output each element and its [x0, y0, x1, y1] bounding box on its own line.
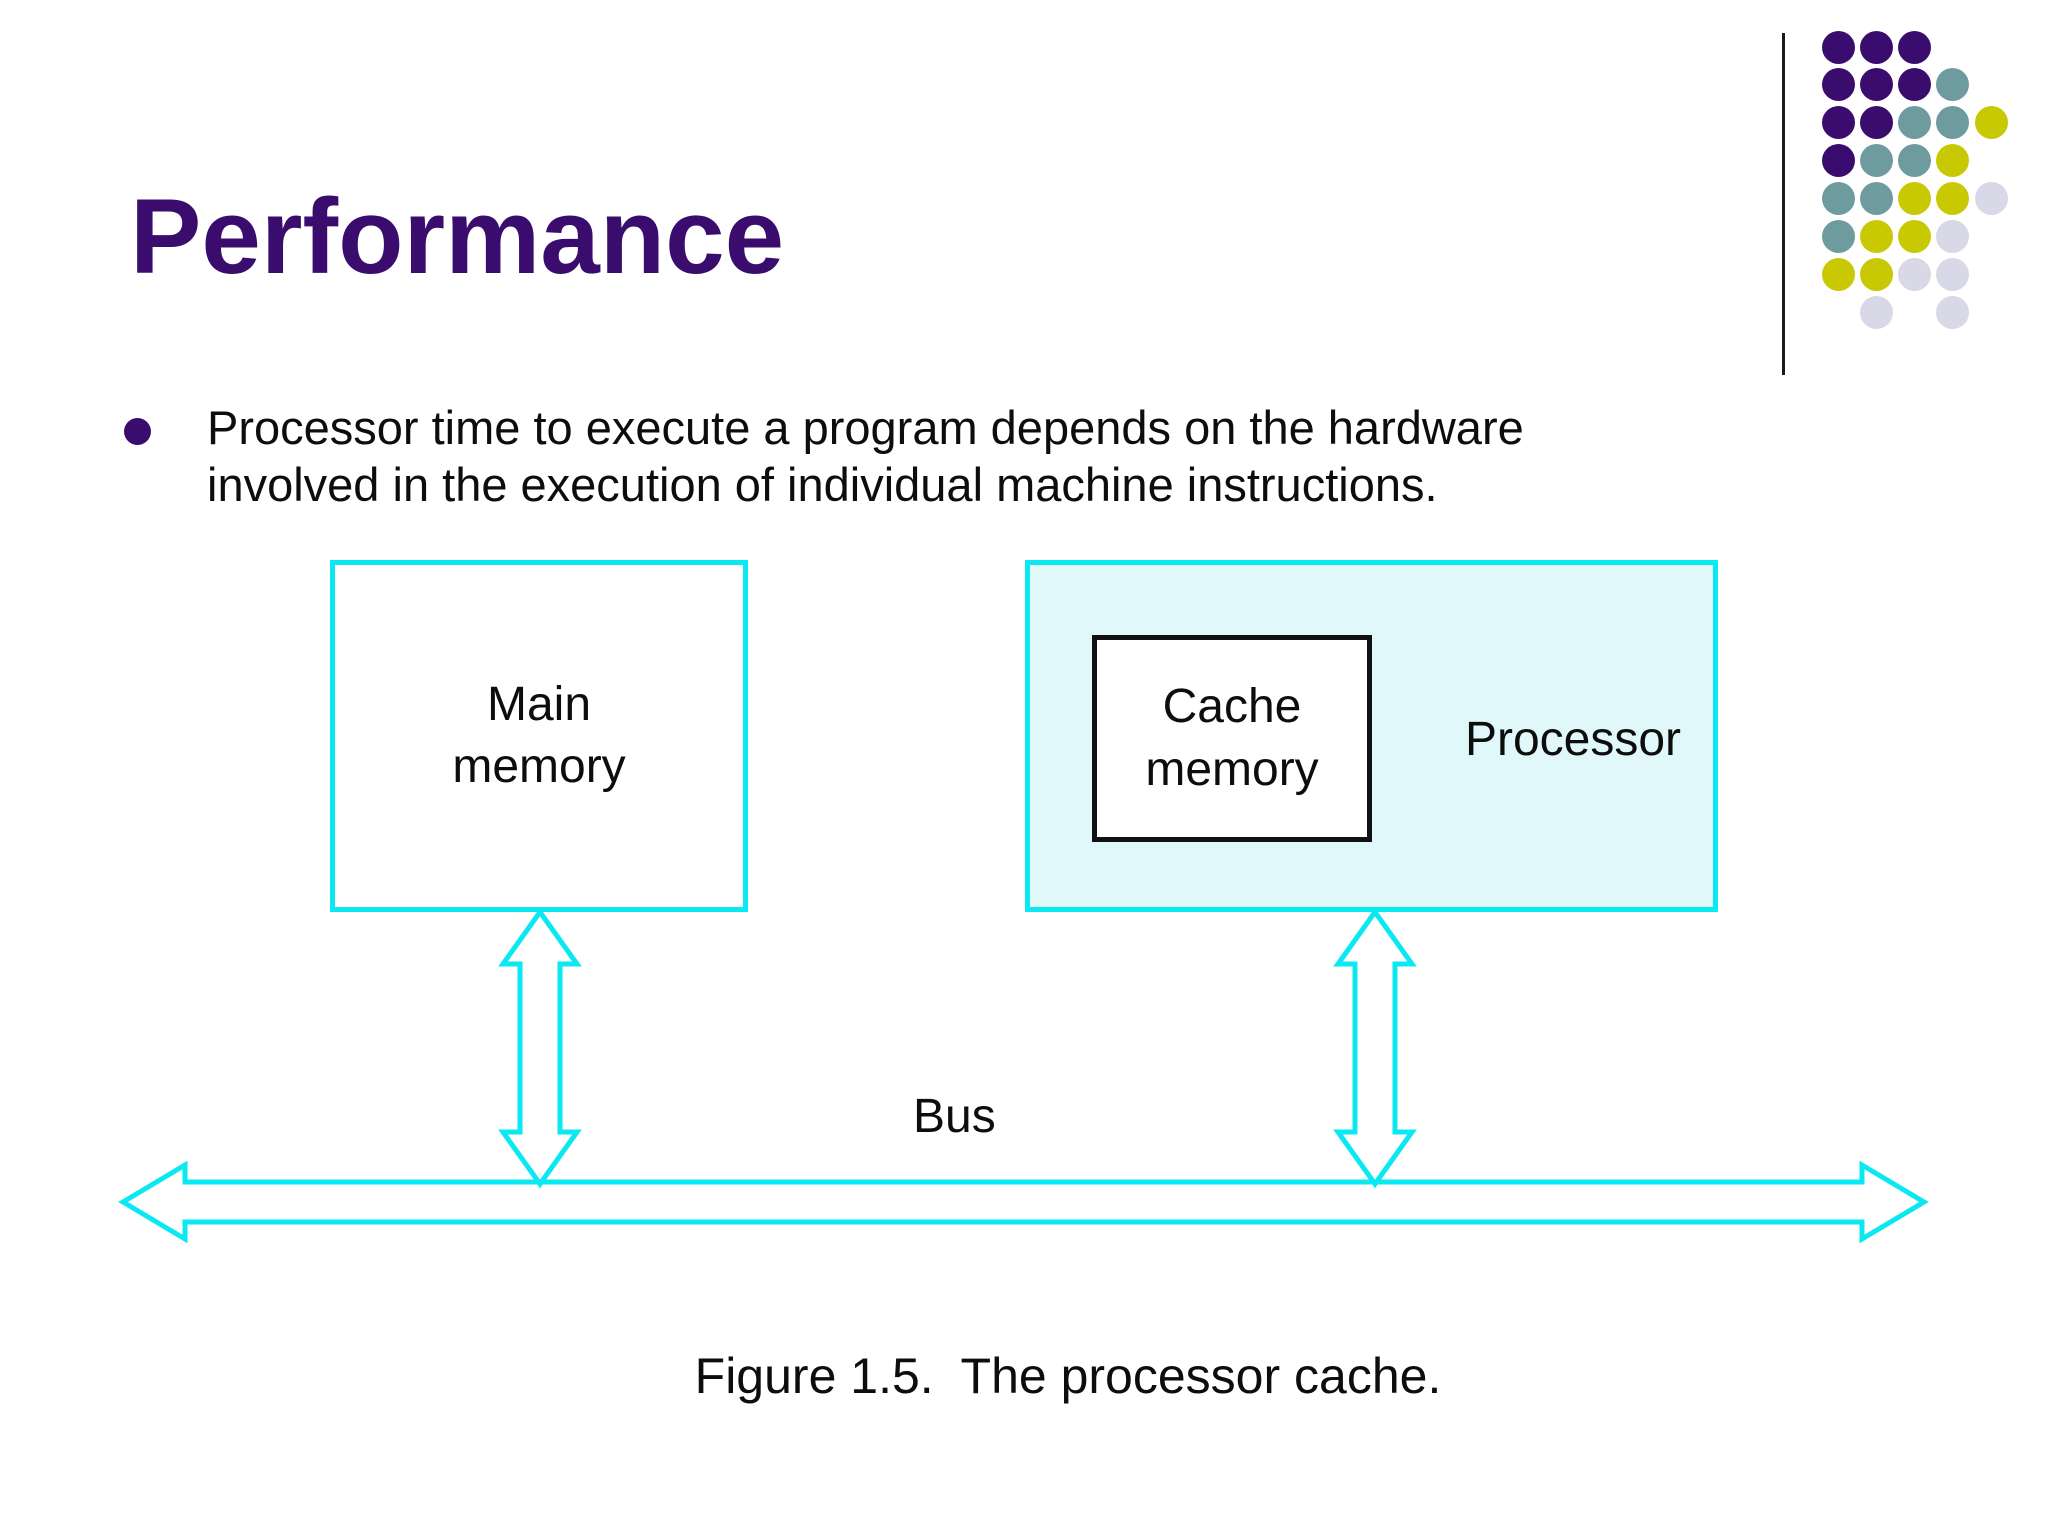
decorative-dot: [1898, 106, 1932, 140]
figure-caption: Figure 1.5. The processor cache.: [694, 1348, 1442, 1404]
bullet-item: Processor time to execute a program depe…: [207, 399, 1524, 513]
bus-arrow: [118, 1160, 1929, 1244]
decorative-dot: [1821, 30, 1855, 64]
slide-title: Performance: [130, 176, 785, 296]
decorative-dot: [1898, 182, 1932, 216]
decorative-dot: [1821, 68, 1855, 102]
decorative-dot: [1936, 220, 1970, 253]
processor-label: Processor: [1464, 713, 1682, 766]
main-memory-label: Main memory: [452, 677, 626, 793]
decorative-dot: [1898, 220, 1932, 253]
decorative-dot: [1936, 257, 1970, 291]
decorative-dot: [1821, 257, 1855, 291]
decorative-dot: [1821, 106, 1855, 140]
cache-memory-box: Cache memory: [1092, 635, 1372, 842]
decorative-dot: [1859, 182, 1893, 216]
decorative-dot: [1821, 144, 1855, 178]
decorative-dot: [1936, 68, 1970, 102]
bullet-line-1: Processor time to execute a program depe…: [207, 401, 1524, 454]
cache-memory-label: Cache memory: [1145, 680, 1319, 796]
decorative-dot: [1859, 106, 1893, 140]
decorative-dot: [1898, 68, 1932, 102]
decorative-dot: [1859, 144, 1893, 178]
decorative-dot: [1974, 106, 2008, 140]
decorative-dot: [1936, 106, 1970, 140]
decorative-vertical-line: [1782, 33, 1785, 375]
bullet-icon: [124, 418, 151, 445]
decorative-dot: [1821, 220, 1855, 253]
main-memory-box: Main memory: [330, 560, 748, 912]
processor-bus-connector-arrow: [1333, 907, 1417, 1189]
bullet-line-2: involved in the execution of individual …: [207, 458, 1438, 511]
decorative-dot: [1898, 30, 1932, 64]
decorative-dot: [1936, 144, 1970, 178]
decorative-dot: [1859, 257, 1893, 291]
decorative-dot: [1859, 295, 1893, 329]
decorative-dot: [1898, 144, 1932, 178]
decorative-dot: [1936, 182, 1970, 216]
main-memory-bus-connector-arrow: [498, 907, 582, 1189]
decorative-dot: [1936, 295, 1970, 329]
decorative-dot: [1859, 68, 1893, 102]
decorative-dot: [1821, 182, 1855, 216]
decorative-dot: [1974, 182, 2008, 216]
decorative-dot: [1898, 257, 1932, 291]
decorative-dot: [1859, 220, 1893, 253]
decorative-dot: [1859, 30, 1893, 64]
bus-label: Bus: [913, 1090, 996, 1143]
